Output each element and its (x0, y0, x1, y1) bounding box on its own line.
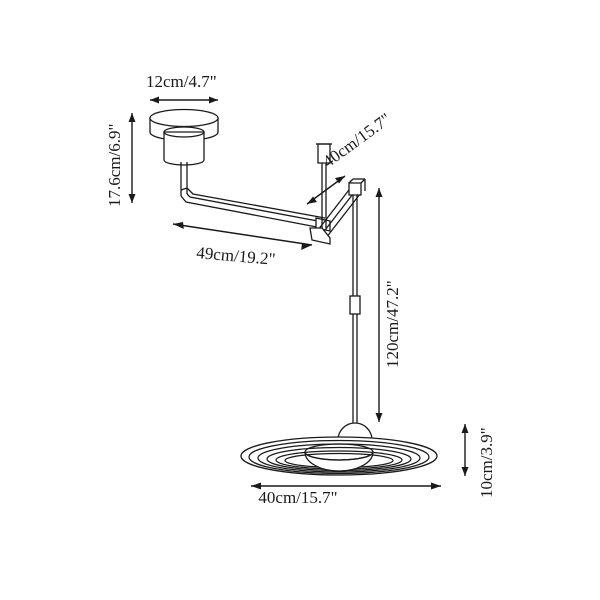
dimension-label-cord-length: 120cm/47.2" (383, 280, 402, 368)
arrowhead-right-shade-diameter (431, 482, 441, 490)
dimension-label-canopy-diameter: 12cm/4.7" (146, 72, 217, 91)
dimension-line-arm-length (172, 223, 313, 246)
lower-arm-bottom-edge (317, 185, 353, 231)
disc-shade (240, 436, 438, 476)
arm-bottom-edge (180, 195, 323, 229)
canopy-stem-top-ellipse (163, 126, 205, 138)
arm-mid-edge (186, 193, 324, 223)
shade-ring-1 (248, 439, 430, 475)
arrowhead-left-canopy-diameter (150, 96, 159, 104)
arrowhead-left-shade-diameter (251, 482, 261, 490)
dimension-label-shade-height: 10cm/3.9" (477, 427, 496, 498)
dimension-label-shade-diameter: 40cm/15.7" (258, 488, 337, 507)
ceiling-canopy (149, 108, 219, 166)
arrowhead-top-shade-height (461, 424, 469, 433)
arrowhead-left-arm-length (173, 222, 184, 229)
arrowhead-top-canopy-height (128, 113, 136, 122)
canopy-top-ellipse (149, 108, 219, 128)
dimension-label-arm-length: 49cm/19.2" (196, 243, 277, 269)
arrowhead-right-canopy-diameter (209, 96, 218, 104)
dimension-shade-height: 10cm/3.9" (461, 424, 496, 498)
arrowhead-bottom-shade-height (461, 467, 469, 476)
dimension-shade-diameter: 40cm/15.7" (251, 482, 441, 507)
dimension-canopy-height: 17.6cm/6.9" (105, 113, 136, 207)
dimension-canopy-diameter: 12cm/4.7" (146, 72, 218, 104)
arm-lower-segment (309, 185, 361, 245)
arm-elbow-cap (180, 187, 188, 191)
lower-arm-mid-edge (321, 189, 357, 235)
arrowhead-bottom-canopy-height (128, 194, 136, 203)
suspension-cord (349, 195, 361, 428)
arrowhead-lower-arm-drop (307, 196, 317, 204)
cord-connector (349, 295, 361, 315)
pivot-joint-bevel-right (360, 178, 366, 184)
arrowhead-top-cord-length (375, 188, 383, 197)
canopy-stem-body (163, 131, 205, 166)
shade-inner-bowl-rim (304, 443, 374, 461)
arm-upper-segment (180, 162, 331, 232)
lower-arm-top-edge (325, 193, 361, 239)
dimension-arm-length: 49cm/19.2" (172, 222, 313, 269)
arm-top-edge (186, 187, 326, 219)
dimension-label-canopy-height: 17.6cm/6.9" (105, 124, 124, 207)
pivot-joint (348, 178, 366, 196)
pivot-joint-block (348, 182, 362, 196)
arrowhead-upper-arm-drop (335, 176, 345, 184)
dimension-cord-length: 120cm/47.2" (375, 188, 402, 422)
arrowhead-bottom-cord-length (375, 413, 383, 422)
arrowhead-right-arm-length (301, 243, 312, 250)
vertical-post (316, 143, 332, 228)
lower-arm-foot-bracket (309, 227, 331, 245)
pivot-joint-bevel-left (348, 178, 354, 184)
dimension-label-arm-drop-segment: 40cm/15.7" (319, 109, 394, 171)
